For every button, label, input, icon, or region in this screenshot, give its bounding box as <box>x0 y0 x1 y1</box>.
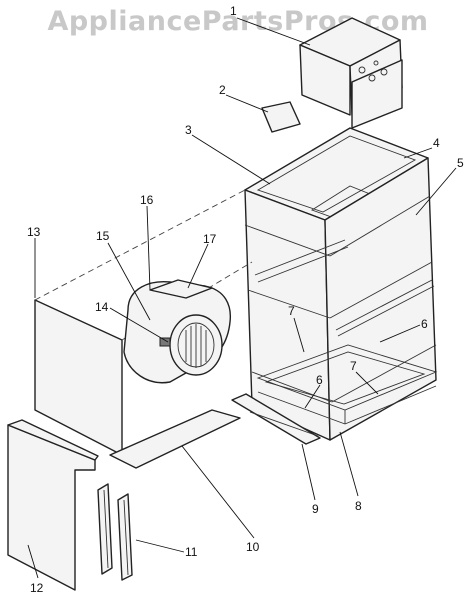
blower-assembly <box>123 279 232 384</box>
part-8-9-rails <box>231 393 321 445</box>
callout-11: 11 <box>185 545 198 559</box>
part-2-cover-plate <box>261 101 301 133</box>
callout-16: 16 <box>140 193 154 207</box>
callout-7-b: 7 <box>350 359 357 373</box>
callout-7-a: 7 <box>288 304 295 318</box>
callout-15: 15 <box>96 229 110 243</box>
callout-6-a: 6 <box>421 317 428 331</box>
callout-12: 12 <box>30 581 44 595</box>
leader-lines <box>27 17 457 579</box>
part-6-7-filter-rack <box>256 344 438 425</box>
callout-labels: 1 2 3 4 5 6 6 7 7 8 9 10 11 12 13 14 15 … <box>27 4 464 595</box>
callout-13: 13 <box>27 225 41 239</box>
callout-2: 2 <box>219 83 226 97</box>
callout-1: 3 <box>185 123 192 137</box>
callout-4: 4 <box>433 136 440 150</box>
part-10-strip <box>109 409 241 469</box>
part-11-channels <box>97 483 133 581</box>
callout-5: 5 <box>457 156 464 170</box>
callout-8: 8 <box>355 499 362 513</box>
callout-9: 9 <box>312 502 319 516</box>
callout-10: 10 <box>246 540 260 554</box>
callout-14: 14 <box>95 300 109 314</box>
callout-17: 17 <box>203 232 217 246</box>
cabinet <box>244 127 437 441</box>
callout-3: 1 <box>230 4 237 18</box>
part-3-control-box <box>299 17 403 129</box>
part-12-front-panel <box>7 419 99 591</box>
callout-6-b: 6 <box>316 373 323 387</box>
